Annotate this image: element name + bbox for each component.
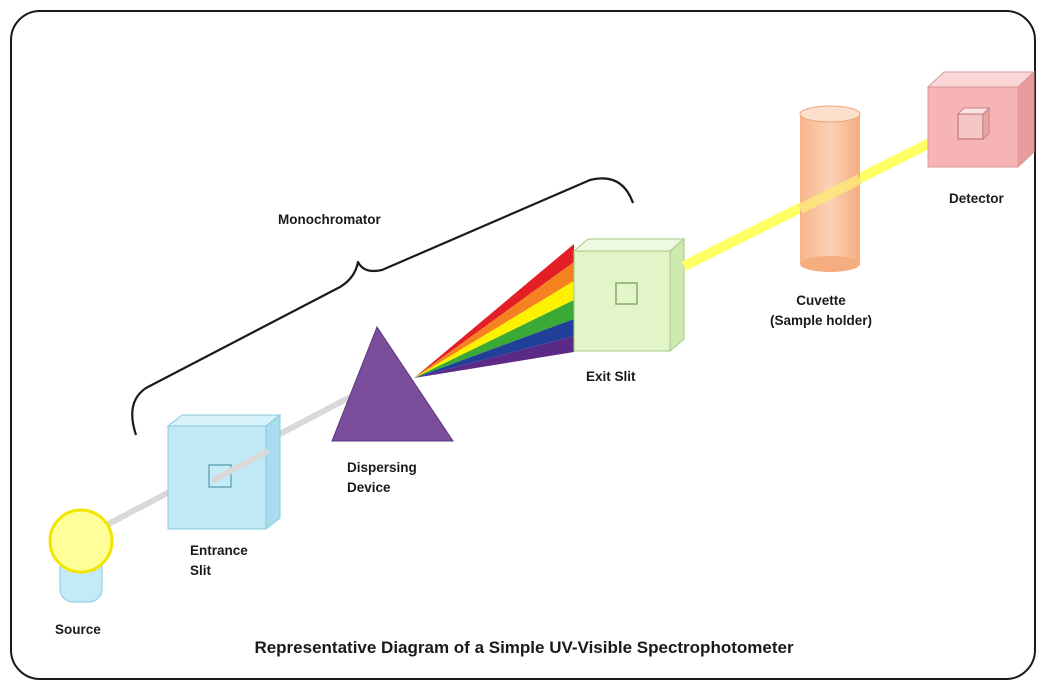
source-label: Source [55,622,101,637]
entrance-slit-label: Entrance Slit [190,543,248,578]
diagram-title: Representative Diagram of a Simple UV-Vi… [254,638,794,657]
detector-box [926,70,1036,169]
cuvette-label: Cuvette (Sample holder) [770,293,873,328]
exit-slit-label: Exit Slit [586,369,636,384]
prism [331,325,454,442]
source-lamp [48,508,114,574]
entrance-beam-segment [210,448,270,484]
detector-label: Detector [949,191,1004,206]
dispersing-device-label: Dispersing Device [347,460,417,495]
monochromator-label: Monochromator [278,212,381,227]
cuvette-beam-segment [797,174,863,214]
monochromator-bracket [131,177,635,436]
spectrum-fan [414,244,574,378]
exit-slit-box [572,237,686,353]
